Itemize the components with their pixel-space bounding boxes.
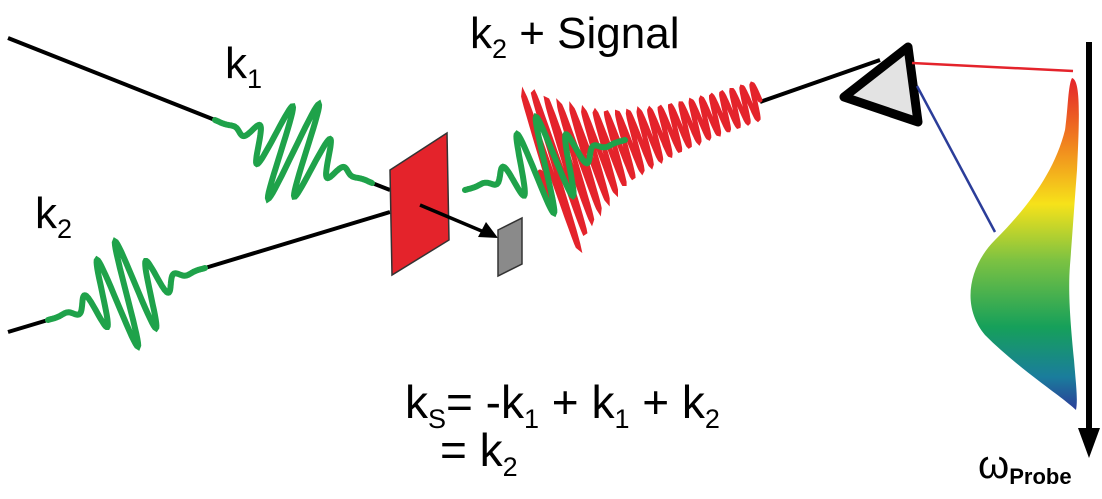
k2-beam-to-sample [204, 210, 391, 270]
k1-beam-to-sample [371, 181, 391, 192]
blocked-beam-arrowhead [478, 222, 498, 238]
beam-block [497, 216, 523, 278]
dispersed-ray-blue [915, 85, 997, 233]
omega-axis-arrowhead [1078, 428, 1100, 458]
k2-left-label: k2 [35, 189, 72, 244]
k1-beam-in [7, 36, 216, 122]
k1-label: k1 [225, 39, 262, 94]
probe-spectrum [970, 78, 1079, 410]
k2-transmitted-pulse [462, 112, 628, 218]
sample-plate [389, 131, 450, 277]
k1-pulse [212, 99, 375, 204]
k2-beam-in [7, 318, 49, 334]
dispersed-ray-red [911, 61, 1074, 73]
k2-signal-label: k2 + Signal [470, 9, 680, 64]
omega-probe-label: ωProbe [978, 443, 1072, 489]
phase-matching-equation-line1: kS= -k1 + k1 + k2 [405, 376, 720, 434]
signal-wave [521, 81, 763, 254]
prism [839, 42, 923, 127]
transmitted-beam-to-prism [759, 58, 881, 104]
phase-matching-equation-line2: = k2 [440, 424, 518, 482]
k2-pulse [45, 237, 208, 351]
blocked-beam-line [419, 203, 485, 234]
